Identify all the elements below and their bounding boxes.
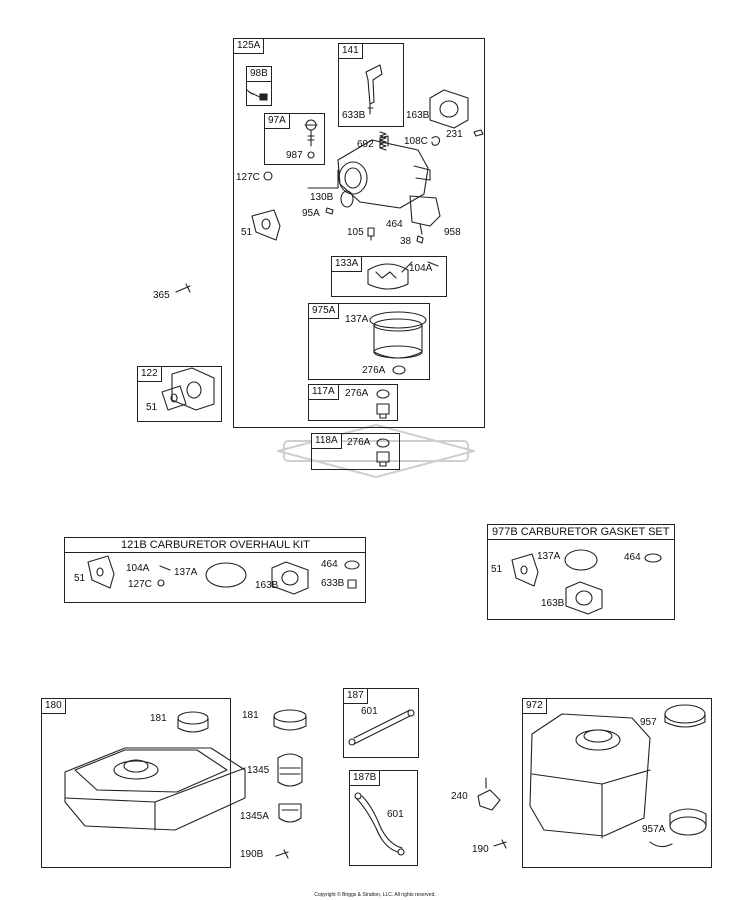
part-label: 464 xyxy=(321,559,338,570)
part-label: 633B xyxy=(342,110,366,121)
part-label: 51 xyxy=(146,402,158,413)
part-label: 240 xyxy=(451,791,468,802)
middle-column-artwork xyxy=(273,709,307,859)
subassembly-118a: 118A xyxy=(311,433,400,470)
part-label: 276A xyxy=(345,388,369,399)
kit-title: 121B CARBURETOR OVERHAUL KIT xyxy=(65,538,365,553)
part-98b-screw xyxy=(246,89,268,101)
subassembly-122: 122 xyxy=(137,366,222,422)
part-label: 1345 xyxy=(247,765,270,776)
part-label: 181 xyxy=(242,710,259,721)
part-label: 137A xyxy=(174,567,198,578)
part-label: 181 xyxy=(150,713,167,724)
box-tag: 118A xyxy=(312,434,342,449)
part-97a-needle xyxy=(304,119,318,159)
part-carburetor-body xyxy=(337,135,441,235)
part-label: 51 xyxy=(491,564,503,575)
part-label: 137A xyxy=(345,314,369,325)
box-tag: 97A xyxy=(265,114,290,129)
part-label: 276A xyxy=(362,365,386,376)
box-tag: 187B xyxy=(350,771,381,786)
part-180-fuel-tank xyxy=(64,711,246,831)
part-label: 957 xyxy=(640,717,657,728)
part-51-gasket xyxy=(251,209,281,241)
part-label: 137A xyxy=(537,551,561,562)
brand-watermark xyxy=(277,424,475,478)
part-label: 51 xyxy=(241,227,253,238)
subassembly-133a: 133A xyxy=(331,256,447,297)
part-label: 105 xyxy=(347,227,364,238)
box-tag: 122 xyxy=(138,367,162,382)
kit-977b-artwork xyxy=(511,549,662,615)
fuel-line-187-box: 187 xyxy=(343,688,419,758)
part-label: 601 xyxy=(361,706,378,717)
part-label: 190 xyxy=(472,844,489,855)
subassembly-97a: 97A xyxy=(264,113,325,165)
part-122-spacer xyxy=(161,367,215,411)
fuel-tank-180-box: 180 xyxy=(41,698,231,868)
box-tag: 98B xyxy=(247,67,272,82)
part-133a-float xyxy=(367,261,413,290)
part-label: 108C xyxy=(404,136,428,147)
box-tag: 125A xyxy=(234,39,265,54)
kit-121b-box: 121B CARBURETOR OVERHAUL KIT xyxy=(64,537,366,603)
part-label: 231 xyxy=(446,129,463,140)
kit-title: 977B CARBURETOR GASKET SET xyxy=(488,525,674,540)
part-label: 1345A xyxy=(240,811,269,822)
part-label: 127C xyxy=(128,579,152,590)
part-label: 38 xyxy=(400,236,412,247)
part-label: 958 xyxy=(444,227,461,238)
part-label: 104A xyxy=(409,263,433,274)
part-label: 104A xyxy=(126,563,150,574)
copyright-notice: Copyright © Briggs & Stratton, LLC. All … xyxy=(314,892,436,898)
carburetor-assembly-box: 125A xyxy=(233,38,485,428)
box-tag: 117A xyxy=(309,385,339,400)
part-975a-filter xyxy=(369,311,427,375)
part-label: 601 xyxy=(387,809,404,820)
part-label: 130B xyxy=(310,192,334,203)
part-label: 365 xyxy=(153,290,170,301)
part-label: 190B xyxy=(240,849,264,860)
part-label: 163B xyxy=(541,598,565,609)
fuel-line-187b-box: 187B xyxy=(349,770,418,866)
part-label: 51 xyxy=(74,573,86,584)
subassembly-117a: 117A xyxy=(308,384,398,421)
part-label: 127C xyxy=(236,172,260,183)
box-tag: 187 xyxy=(344,689,368,704)
part-label: 987 xyxy=(286,150,303,161)
part-label: 163B xyxy=(255,580,279,591)
part-label: 957A xyxy=(642,824,666,835)
part-label: 163B xyxy=(406,110,430,121)
part-label: 464 xyxy=(386,219,403,230)
part-187-fuel-line xyxy=(353,709,411,745)
kit-977b-box: 977B CARBURETOR GASKET SET xyxy=(487,524,675,620)
part-972-fuel-tank xyxy=(529,704,707,848)
part-141-lever xyxy=(365,64,383,115)
box-tag: 975A xyxy=(309,304,340,319)
part-label: 633B xyxy=(321,578,345,589)
fuel-tank-972-box: 972 xyxy=(522,698,712,868)
part-163b-gasket xyxy=(429,89,469,129)
kit-121b-artwork xyxy=(87,555,360,595)
box-tag: 972 xyxy=(523,699,547,714)
box-tag: 141 xyxy=(339,44,363,59)
part-label: 692 xyxy=(357,139,374,150)
part-187b-fuel-line xyxy=(355,795,403,853)
part-label: 276A xyxy=(347,437,371,448)
box-tag: 133A xyxy=(332,257,363,272)
part-label: 95A xyxy=(302,208,320,219)
subassembly-975a: 975A xyxy=(308,303,430,380)
part-label: 464 xyxy=(624,552,641,563)
subassembly-141: 141 xyxy=(338,43,404,127)
subassembly-98b: 98B xyxy=(246,66,272,106)
box-tag: 180 xyxy=(42,699,66,714)
